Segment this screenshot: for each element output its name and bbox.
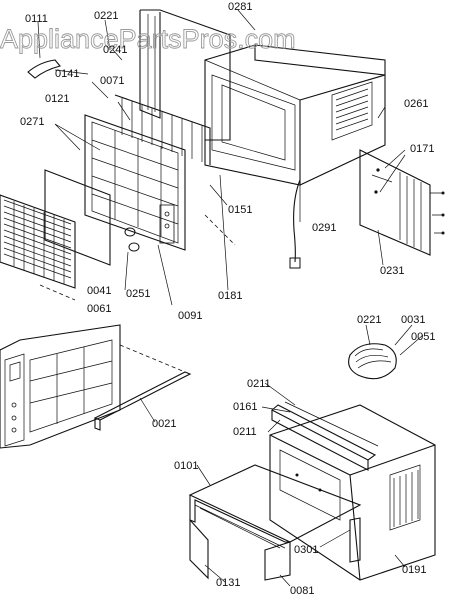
label-0191: 0191 bbox=[402, 564, 426, 576]
label-0231: 0231 bbox=[380, 265, 404, 277]
label-0261: 0261 bbox=[404, 98, 428, 110]
louver-assembly bbox=[114, 94, 211, 165]
power-cord bbox=[289, 179, 301, 269]
label-0241: 0241 bbox=[103, 44, 127, 56]
label-0291: 0291 bbox=[312, 222, 336, 234]
label-0271: 0271 bbox=[20, 116, 44, 128]
cabinet-cover bbox=[188, 464, 362, 581]
cabinet-parts-drawing bbox=[0, 324, 436, 587]
side-bracket-0301 bbox=[349, 517, 361, 563]
label-0091: 0091 bbox=[178, 310, 202, 322]
label-0131: 0131 bbox=[216, 577, 240, 589]
label-0071: 0071 bbox=[100, 75, 124, 87]
label-0051: 0051 bbox=[411, 331, 435, 343]
watermark-text: AppliancePartsPros.com bbox=[0, 24, 296, 54]
label-0301: 0301 bbox=[294, 544, 318, 556]
label-0081: 0081 bbox=[290, 585, 314, 597]
label-0211-b: 0211 bbox=[233, 426, 257, 438]
label-0031: 0031 bbox=[401, 314, 425, 326]
label-0121: 0121 bbox=[45, 93, 69, 105]
label-0141: 0141 bbox=[55, 68, 79, 80]
filter-sheet bbox=[44, 169, 111, 266]
label-0171: 0171 bbox=[410, 143, 434, 155]
filter-rail bbox=[93, 371, 192, 421]
front-frame-lower bbox=[0, 324, 121, 449]
label-0111: 0111 bbox=[25, 13, 48, 25]
label-0251: 0251 bbox=[126, 288, 150, 300]
front-panel-frame bbox=[84, 114, 186, 251]
label-0211-a: 0211 bbox=[247, 378, 271, 390]
label-0221-top: 0221 bbox=[94, 10, 118, 22]
top-brace bbox=[271, 401, 379, 471]
part-labels: 0111 0221 0281 0241 0141 0071 0121 0261 … bbox=[20, 1, 435, 597]
side-vent-grille bbox=[331, 81, 373, 141]
label-0101: 0101 bbox=[174, 460, 198, 472]
bracket-0141 bbox=[27, 59, 61, 79]
front-grille bbox=[0, 194, 76, 289]
label-0151: 0151 bbox=[228, 204, 252, 216]
label-0281: 0281 bbox=[228, 1, 252, 13]
side-curtain-right bbox=[359, 149, 431, 256]
label-0061: 0061 bbox=[87, 303, 111, 315]
control-knobs bbox=[124, 227, 140, 252]
label-0161: 0161 bbox=[233, 401, 257, 413]
outer-case bbox=[269, 404, 436, 581]
coil-component bbox=[348, 343, 397, 380]
ac-unit-drawing bbox=[0, 9, 445, 306]
label-0041: 0041 bbox=[87, 285, 111, 297]
label-0181: 0181 bbox=[218, 290, 242, 302]
label-0221-mid: 0221 bbox=[357, 314, 381, 326]
label-0021: 0021 bbox=[152, 418, 176, 430]
